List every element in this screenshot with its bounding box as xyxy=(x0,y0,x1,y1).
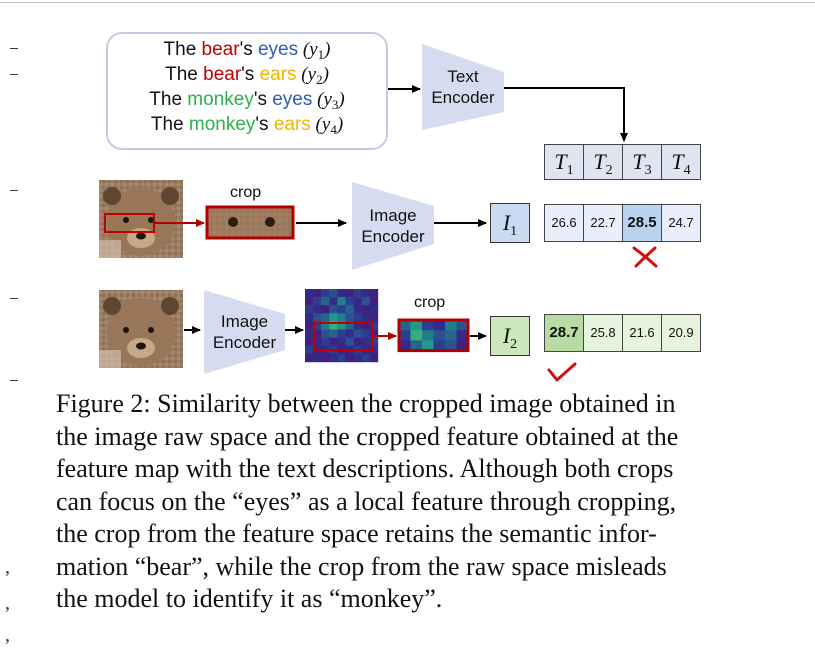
prompt-text: The xyxy=(149,89,188,110)
prompt-label: (y4) xyxy=(310,114,344,137)
text-embedding-t1: T1 xyxy=(544,144,584,180)
prompt-text: 's xyxy=(239,39,258,60)
prompt-line: The monkey's ears (y4) xyxy=(108,113,386,142)
page-top-rule xyxy=(0,2,815,3)
prompt-label-symbol: y xyxy=(323,89,332,110)
margin-quote: ’ xyxy=(4,635,11,657)
caption-line: can focus on the “eyes” as a local featu… xyxy=(56,486,677,516)
figure-diagram xyxy=(99,44,658,382)
similarity-score: 28.5 xyxy=(622,204,662,242)
text-embedding-t2: T2 xyxy=(583,144,623,180)
text-embedding-t4: T4 xyxy=(661,144,701,180)
prompt-label-symbol: y xyxy=(321,114,331,135)
similarity-score: 21.6 xyxy=(622,314,662,352)
prompt-subject: bear xyxy=(201,39,240,60)
prompt-subject: monkey xyxy=(187,89,254,110)
margin-tick xyxy=(10,380,18,381)
prompt-subject: bear xyxy=(203,64,242,85)
prompt-label-symbol: y xyxy=(307,64,317,85)
prompt-text: The xyxy=(163,39,202,60)
text-embedding-t3: T3 xyxy=(622,144,662,180)
margin-quote: ’ xyxy=(4,567,11,589)
caption-line: the crop from the feature space retains … xyxy=(56,519,657,548)
image-embedding-i1: I1 xyxy=(490,203,530,243)
crop-label-feature: crop xyxy=(414,294,446,311)
prompt-part: ears xyxy=(273,114,311,135)
correct-mark-icon xyxy=(547,362,577,382)
similarity-score: 24.7 xyxy=(661,204,701,242)
text-encoder-block xyxy=(422,44,504,130)
figure-caption: Figure 2: Similarity between the cropped… xyxy=(56,388,796,616)
prompt-line: The bear's eyes (y1) xyxy=(108,38,386,67)
prompt-part: eyes xyxy=(257,39,299,60)
feature-map-heatmap xyxy=(305,289,379,363)
similarity-score: 25.8 xyxy=(583,314,623,352)
image-encoder-block-2 xyxy=(204,290,285,374)
margin-tick xyxy=(10,74,18,75)
prompt-label-index: 4 xyxy=(330,122,337,137)
caption-line: the model to identify it as “monkey”. xyxy=(56,584,443,613)
raw-crop-image xyxy=(205,205,295,240)
image-embedding-i2: I2 xyxy=(490,316,530,356)
image-encoder-block-1 xyxy=(352,182,434,270)
similarity-score: 22.7 xyxy=(583,204,623,242)
margin-quote: ’ xyxy=(4,603,11,625)
prompt-text: 's xyxy=(241,64,260,85)
margin-tick xyxy=(10,48,18,49)
prompt-label-index: 1 xyxy=(317,47,325,62)
prompt-subject: monkey xyxy=(188,114,256,135)
prompt-label-symbol: y xyxy=(309,39,318,60)
prompt-text: The xyxy=(165,64,204,85)
caption-line: mation “bear”, while the crop from the r… xyxy=(56,551,667,581)
prompt-label-index: 3 xyxy=(331,97,339,112)
prompt-line: The bear's ears (y2) xyxy=(108,63,386,92)
bear-photo-1 xyxy=(99,180,183,258)
text-prompts-box: The bear's eyes (y1)The bear's ears (y2)… xyxy=(106,32,388,150)
arrow-encoder-to-t3 xyxy=(504,87,628,142)
prompt-text: 's xyxy=(255,114,274,135)
crop-label-raw: crop xyxy=(230,184,262,201)
prompt-label-index: 2 xyxy=(316,72,323,87)
prompt-text: The xyxy=(150,114,189,135)
caption-line: Figure 2: Similarity between the cropped… xyxy=(56,389,676,418)
prompt-label: (y2) xyxy=(296,64,329,87)
prompt-text: 's xyxy=(253,89,273,110)
feature-crop-image xyxy=(397,318,470,353)
similarity-score: 28.7 xyxy=(544,314,584,352)
caption-line: the image raw space and the cropped feat… xyxy=(56,421,679,451)
prompt-line: The monkey's eyes (y3) xyxy=(108,88,386,117)
margin-tick xyxy=(10,298,18,299)
prompt-part: eyes xyxy=(272,89,313,110)
prompt-label: (y3) xyxy=(312,89,345,112)
similarity-score: 20.9 xyxy=(661,314,701,352)
similarity-score: 26.6 xyxy=(544,204,584,242)
prompt-label: (y1) xyxy=(298,39,331,62)
prompt-part: ears xyxy=(259,64,297,85)
margin-tick xyxy=(10,190,18,191)
wrong-mark-icon xyxy=(632,246,658,268)
caption-line: feature map with the text descriptions. … xyxy=(56,454,674,483)
bear-photo-2 xyxy=(99,290,183,368)
